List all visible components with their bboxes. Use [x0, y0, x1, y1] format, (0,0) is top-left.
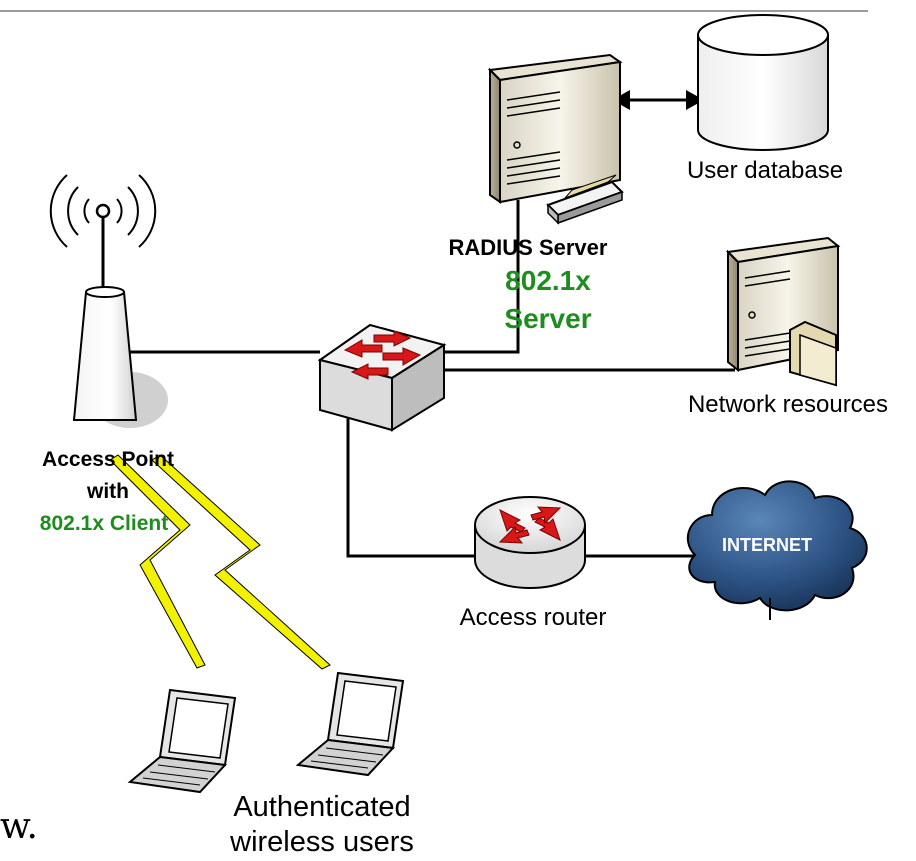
internet-label: INTERNET — [722, 535, 812, 555]
radius-role-label-1: 802.1x — [505, 265, 591, 296]
lightning-bolt-right — [151, 454, 331, 670]
access-point-icon — [72, 286, 168, 428]
access-point-label-2: with — [86, 480, 129, 503]
switch-icon — [317, 323, 447, 432]
access-router-label: Access router — [460, 604, 607, 631]
users-label-1: Authenticated — [233, 791, 410, 823]
wireless-links — [109, 454, 331, 670]
users-label-2: wireless users — [229, 826, 414, 858]
laptop-icon — [127, 688, 237, 794]
laptop-icon — [295, 671, 405, 777]
router-icon — [474, 496, 586, 589]
file-server-icon — [725, 236, 841, 387]
database-icon — [697, 14, 829, 151]
link-radius-database — [612, 90, 704, 110]
page-fragment-text: w. — [0, 806, 38, 847]
antenna-icon — [49, 174, 157, 292]
radius-server-icon — [487, 53, 624, 225]
radius-server-label: RADIUS Server — [449, 235, 608, 260]
user-database-label: User database — [687, 157, 843, 184]
top-rule — [0, 10, 868, 12]
link-switch-router — [346, 405, 475, 558]
internet-cloud-icon — [686, 480, 868, 620]
network-links — [130, 200, 735, 558]
access-point-role-label: 802.1x Client — [40, 512, 168, 535]
network-resources-label: Network resources — [688, 391, 888, 418]
radius-role-label-2: Server — [504, 303, 591, 334]
lightning-bolt-left — [109, 454, 206, 669]
link-switch-radius — [440, 200, 520, 354]
access-point-label-1: Access Point — [42, 448, 174, 471]
